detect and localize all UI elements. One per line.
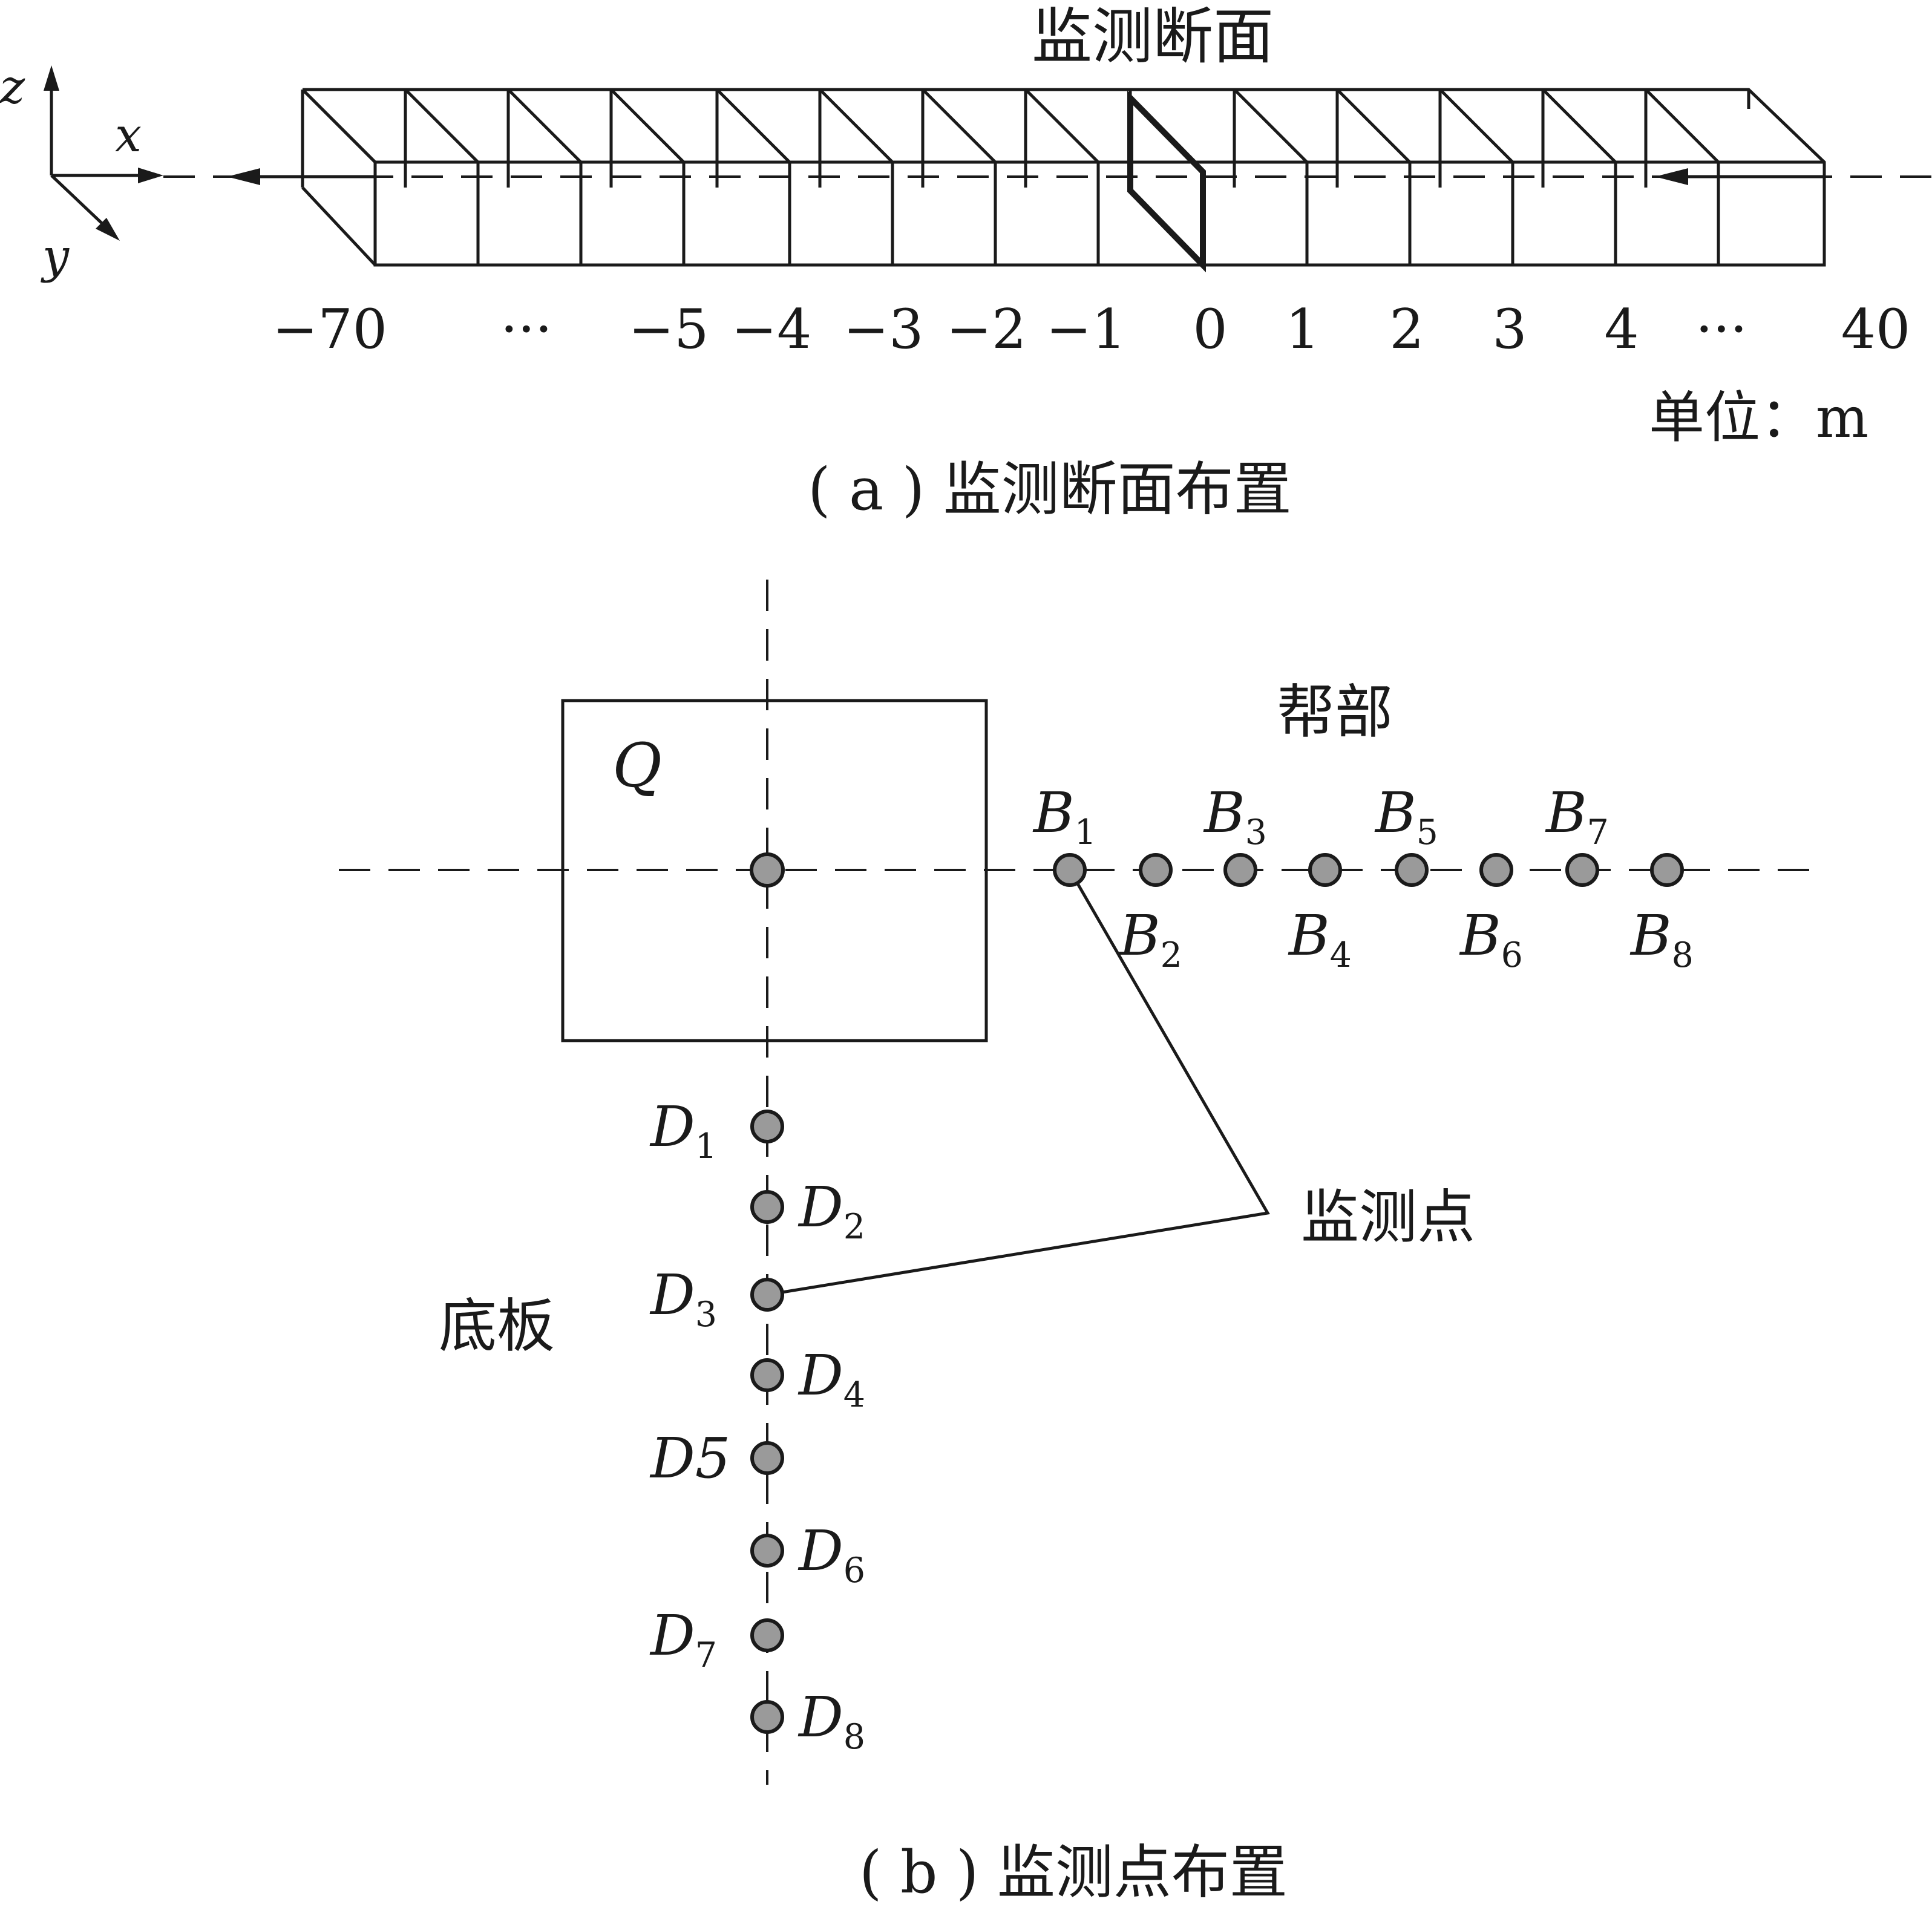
segment-diagonal	[1439, 88, 1514, 163]
point-label: D7	[649, 1603, 717, 1675]
callout-leader-line	[767, 869, 1270, 1297]
box-label-q: Q	[612, 730, 662, 801]
monitoring-point-d	[750, 1110, 784, 1143]
center-point	[750, 852, 785, 888]
segment-diagonal	[1336, 88, 1411, 163]
monitoring-point-d	[750, 1190, 784, 1224]
monitoring-section-label: 监测断面	[1032, 1, 1274, 72]
monitoring-point-b	[1565, 853, 1599, 887]
tick-label: ···	[500, 298, 552, 361]
monitoring-point-b	[1139, 853, 1173, 887]
axes-icon: z x y	[0, 60, 163, 284]
caption-a: ( a ) 监测断面布置	[808, 456, 1292, 523]
z-axis-label: z	[0, 60, 25, 114]
monitoring-point-d	[750, 1700, 784, 1734]
point-label: D4	[797, 1343, 865, 1415]
segment-diagonal	[1645, 88, 1720, 163]
segment-diagonal	[716, 88, 791, 163]
point-label: B3	[1203, 780, 1267, 852]
segment-diagonal	[1542, 88, 1617, 163]
x-axis-label: x	[115, 108, 142, 163]
segment-diagonal	[404, 88, 479, 163]
monitoring-point-d	[750, 1278, 784, 1312]
tick-label: 3	[1492, 298, 1527, 361]
point-label: B4	[1288, 903, 1352, 975]
tick-label: 0	[1193, 298, 1227, 361]
tick-label: −5	[629, 298, 709, 361]
segment-diagonal	[610, 88, 685, 163]
monitoring-section-plane	[1127, 90, 1206, 273]
point-label: B5	[1374, 780, 1438, 852]
tick-label: 2	[1389, 298, 1424, 361]
side-wall-label: 帮部	[1277, 678, 1393, 746]
point-label: B7	[1545, 780, 1609, 852]
caption-b: ( b ) 监测点布置	[859, 1839, 1288, 1906]
tick-label: −2	[946, 298, 1027, 361]
point-label: D3	[649, 1263, 717, 1335]
unit-label: 单位：m	[1649, 385, 1868, 450]
segment-diagonal	[819, 88, 894, 163]
point-label: B2	[1118, 903, 1182, 975]
monitoring-point-d	[750, 1358, 784, 1392]
monitoring-point-b	[1479, 853, 1513, 887]
point-label: D1	[649, 1094, 717, 1166]
monitoring-point-b	[1395, 853, 1429, 887]
arrow-left-icon	[227, 168, 260, 185]
tick-label: 1	[1285, 298, 1320, 361]
tick-label: −4	[732, 298, 812, 361]
monitoring-point-d	[750, 1441, 784, 1475]
callout-label: 监测点	[1301, 1183, 1475, 1251]
point-label: B8	[1629, 903, 1694, 975]
tick-label: 40	[1841, 298, 1911, 361]
segment-diagonal	[922, 88, 997, 163]
monitoring-point-b	[1650, 853, 1684, 887]
point-label: B6	[1459, 903, 1523, 975]
segment-diagonal	[507, 88, 582, 163]
point-label: B1	[1032, 780, 1096, 852]
tick-label: ···	[1695, 298, 1747, 361]
segment-diagonal	[1024, 88, 1099, 163]
monitoring-point-d	[750, 1534, 784, 1568]
point-label: D2	[797, 1175, 865, 1247]
monitoring-point-b	[1223, 853, 1257, 887]
floor-label: 底板	[439, 1292, 555, 1360]
monitoring-point-b	[1308, 853, 1342, 887]
tunnel-segments	[301, 88, 1720, 265]
segment-diagonal	[301, 88, 376, 163]
roadway-box	[561, 699, 988, 1042]
tunnel-3d	[301, 88, 1826, 273]
monitoring-point-b	[1053, 853, 1087, 887]
tick-label: 4	[1604, 298, 1639, 361]
segment-diagonal	[1233, 88, 1308, 163]
arrow-left-icon	[1655, 168, 1688, 185]
point-label: D5	[649, 1426, 730, 1491]
y-axis-label: y	[41, 229, 70, 284]
monitoring-point-d	[750, 1618, 784, 1652]
point-label: D6	[797, 1519, 865, 1591]
tick-label: −70	[272, 298, 387, 361]
tick-label: −3	[843, 298, 924, 361]
point-label: D8	[797, 1685, 865, 1757]
tick-label: −1	[1046, 298, 1127, 361]
